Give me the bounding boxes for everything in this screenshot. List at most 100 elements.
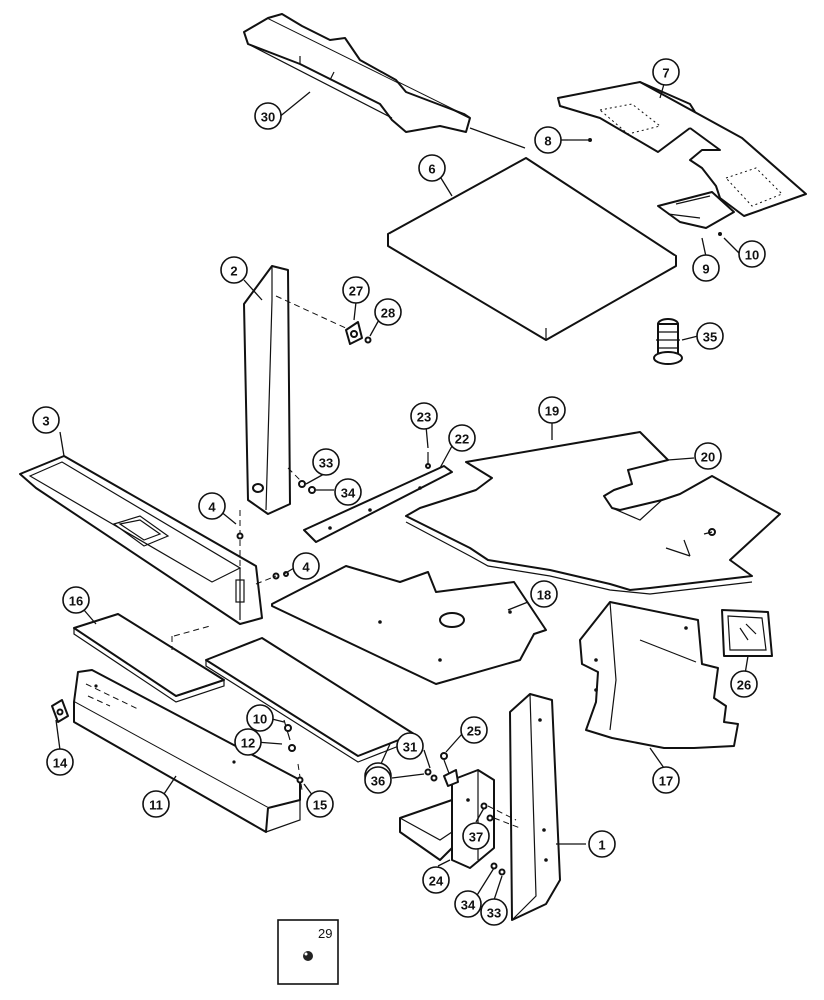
callout-circle xyxy=(534,126,562,154)
callout-circle xyxy=(448,424,476,452)
callout-circle xyxy=(694,442,722,470)
callout-number: 34 xyxy=(461,898,476,913)
callout-c33b: 33 xyxy=(480,898,508,926)
part-7-upper-plate xyxy=(557,81,807,217)
callout-c28: 28 xyxy=(374,298,402,326)
callout-circle xyxy=(652,58,680,86)
callout-number: 26 xyxy=(737,678,751,693)
part-11-lower-channel xyxy=(73,669,301,833)
callout-c35: 35 xyxy=(696,322,724,350)
callout-number: 10 xyxy=(745,248,759,263)
part-1-vertical-post xyxy=(509,693,561,921)
callout-number: 8 xyxy=(544,134,551,149)
callout-circle xyxy=(462,822,490,850)
callout-number: 33 xyxy=(487,906,501,921)
callout-circle xyxy=(396,732,424,760)
callout-c2: 2 xyxy=(220,256,248,284)
callout-circle xyxy=(246,704,274,732)
callout-circle xyxy=(738,240,766,268)
callout-c10a: 10 xyxy=(738,240,766,268)
leader-lines xyxy=(55,83,749,907)
callout-c4a: 4 xyxy=(198,492,226,520)
callout-c8: 8 xyxy=(534,126,562,154)
callout-c24: 24 xyxy=(422,866,450,894)
callout-circle xyxy=(588,830,616,858)
callout-number: 7 xyxy=(662,66,669,81)
callout-circle xyxy=(62,586,90,614)
part-2-vertical-post xyxy=(243,265,351,515)
callout-number: 6 xyxy=(428,162,435,177)
part-19-floor-mat xyxy=(405,431,781,595)
part-9-hinge-bracket xyxy=(657,191,735,236)
callout-number: 30 xyxy=(261,110,275,125)
callout-number: 19 xyxy=(545,404,559,419)
callout-circle xyxy=(254,102,282,130)
inset-box-label: 29 xyxy=(318,926,332,941)
callout-number: 4 xyxy=(208,500,216,515)
callout-circle xyxy=(46,748,74,776)
callout-layer: 1234467891010111214151617181920212223242… xyxy=(32,58,766,926)
callout-c37: 37 xyxy=(462,822,490,850)
part-30-top-rail xyxy=(243,13,526,149)
callout-number: 3 xyxy=(42,414,49,429)
callout-number: 28 xyxy=(381,306,395,321)
callout-circle xyxy=(198,492,226,520)
callout-c14: 14 xyxy=(46,748,74,776)
callout-number: 24 xyxy=(429,874,444,889)
callout-number: 36 xyxy=(371,774,385,789)
callout-c23: 23 xyxy=(410,402,438,430)
callout-c15: 15 xyxy=(306,790,334,818)
callout-circle xyxy=(32,406,60,434)
callout-c25: 25 xyxy=(460,716,488,744)
callout-c31: 31 xyxy=(396,732,424,760)
callout-c20: 20 xyxy=(694,442,722,470)
inset-box-29: 29 xyxy=(277,919,339,985)
callout-number: 35 xyxy=(703,330,717,345)
callout-number: 22 xyxy=(455,432,469,447)
callout-circle xyxy=(342,276,370,304)
callout-number: 23 xyxy=(417,410,431,425)
callout-circle xyxy=(220,256,248,284)
callout-circle xyxy=(460,716,488,744)
callout-circle xyxy=(374,298,402,326)
callout-circle xyxy=(334,478,362,506)
part-8-screw xyxy=(568,138,592,142)
callout-circle xyxy=(142,790,170,818)
callout-number: 10 xyxy=(253,712,267,727)
callout-number: 2 xyxy=(230,264,237,279)
callout-number: 34 xyxy=(341,486,356,501)
callout-c10b: 10 xyxy=(246,704,274,732)
callout-c11: 11 xyxy=(142,790,170,818)
part-26-lens xyxy=(721,609,773,657)
callout-c1: 1 xyxy=(588,830,616,858)
parts-37-33-34-lower xyxy=(480,802,521,876)
callout-c36: 36 xyxy=(364,766,392,794)
callout-circle xyxy=(538,396,566,424)
callout-number: 12 xyxy=(241,736,255,751)
part-17-side-shield xyxy=(579,601,739,749)
part-16-panel xyxy=(73,613,225,703)
callout-number: 37 xyxy=(469,830,483,845)
callout-c34a: 34 xyxy=(334,478,362,506)
callout-number: 1 xyxy=(598,838,605,853)
callout-circle xyxy=(418,154,446,182)
callout-circle xyxy=(292,552,320,580)
callout-c3: 3 xyxy=(32,406,60,434)
callout-c30: 30 xyxy=(254,102,282,130)
callout-circle xyxy=(312,448,340,476)
callout-number: 4 xyxy=(302,560,310,575)
callout-c18: 18 xyxy=(530,580,558,608)
part-28-screw xyxy=(364,336,372,344)
callout-circle xyxy=(364,766,392,794)
callout-circle xyxy=(696,322,724,350)
callout-c12: 12 xyxy=(234,728,262,756)
callout-number: 27 xyxy=(349,284,363,299)
callout-number: 14 xyxy=(53,756,68,771)
callout-number: 15 xyxy=(313,798,327,813)
callout-circle xyxy=(410,402,438,430)
parts-25-31-36-fasteners xyxy=(424,752,459,787)
callout-c26: 26 xyxy=(730,670,758,698)
callout-c4b: 4 xyxy=(292,552,320,580)
callout-circle xyxy=(306,790,334,818)
